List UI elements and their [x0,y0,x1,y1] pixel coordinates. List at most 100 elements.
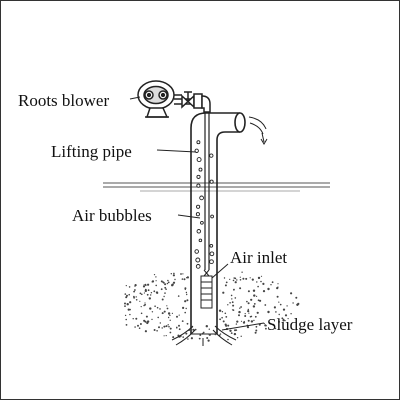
sludge-particle [281,317,284,320]
sludge-particle [274,327,277,330]
sludge-particle [176,327,178,329]
sludge-particle [124,293,127,295]
sludge-particle [277,283,279,285]
sludge-particle [162,281,165,284]
sludge-particle [247,308,249,311]
sludge-particle [155,291,159,294]
leader-lines [129,96,265,331]
sludge-particle [185,332,188,335]
sludge-particle [245,277,248,280]
sludge-particle [270,284,272,286]
sludge-particle [208,333,211,336]
sludge-particle [255,325,258,328]
sludge-dots-group [124,271,300,342]
sludge-particle [239,276,241,278]
sludge-particle [225,324,228,327]
sludge-particle [225,316,228,318]
air-bubble [209,179,214,184]
sludge-particle [184,300,187,303]
sludge-particle [127,308,130,311]
sludge-particle [167,281,170,284]
sludge-particle [234,297,237,299]
sludge-particle [227,324,230,327]
sludge-particle [141,293,143,296]
sludge-particle [225,281,228,284]
sludge-particle [151,318,153,321]
sludge-particle [169,314,171,317]
sludge-particle [262,282,265,285]
sludge-particle [248,312,250,314]
sludge-particle [159,308,161,310]
sludge-particle [128,293,130,296]
sludge-particle [273,306,276,309]
sludge-particle [156,306,159,309]
sludge-particle [223,277,226,279]
sludge-particle [279,303,282,306]
sludge-particle [206,337,209,339]
sludge-particle [244,315,247,317]
sludge-particle [258,323,261,326]
sludge-particle [214,333,217,336]
lifting-pipe [190,112,246,335]
sludge-particle [186,299,189,302]
air-bubble [195,212,200,217]
sludge-particle [262,290,266,293]
sludge-particle [260,275,263,277]
sludge-particle [222,291,225,294]
sludge-particle [158,326,160,329]
sludge-particle [126,303,129,306]
sludge-particle [184,287,187,290]
air-bubbles-leader [177,214,201,219]
sludge-particle [224,284,227,287]
sludge-particle [254,315,257,318]
sludge-particle [155,284,157,287]
sludge-particle [267,310,270,314]
sludge-particle [251,278,254,281]
sludge-particle [198,337,201,340]
sludge-particle [182,336,184,338]
suction-flow [171,325,237,346]
sludge-particle [165,335,167,337]
sludge-particle [267,287,270,291]
sludge-particle [229,278,231,280]
sludge-particle [178,314,180,316]
sludge-particle [277,286,279,288]
sludge-particle [265,327,267,330]
sludge-particle [166,307,169,310]
sludge-particle [234,277,237,280]
sludge-particle [242,321,246,324]
sludge-particle [230,332,233,334]
sludge-particle [143,292,145,294]
air-bubble [198,238,203,243]
sludge-particle [230,294,233,297]
air-bubble [195,264,201,269]
sludge-particle [239,287,242,290]
sludge-particle [156,330,158,332]
sludge-particle [185,307,187,310]
sludge-particle [253,294,256,297]
sludge-particle [295,296,298,299]
sludge-particle [164,286,167,289]
sludge-particle [151,281,154,283]
lifting-pipe-leader [156,149,197,153]
sludge-particle [187,338,189,340]
air-bubble [210,214,214,219]
sludge-layer-leader [221,322,265,331]
sludge-particle [257,276,261,280]
sludge-particle [164,292,166,294]
sludge-particle [233,288,235,291]
sludge-particle [205,325,208,328]
sludge-particle [201,332,204,335]
air-bubble [196,183,201,188]
sludge-particle [155,280,157,282]
sludge-particle [238,310,241,314]
sludge-particle [219,318,222,321]
sludge-particle [124,305,126,307]
sludge-particle [174,278,176,281]
sludge-particle [160,280,163,283]
sludge-particle [236,337,239,339]
sludge-particle [290,292,293,295]
air-bubbles-group [194,140,215,269]
sludge-particle [232,304,235,307]
roots-blower-leader [129,96,141,100]
